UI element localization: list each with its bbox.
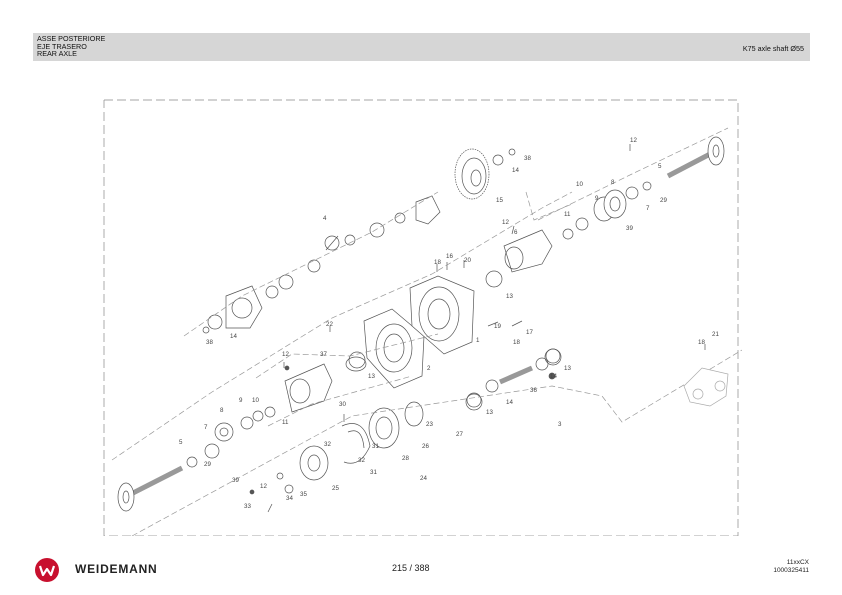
callout-12b: 12 [502,219,509,226]
callout-38b: 38 [524,155,531,162]
callout-29b: 29 [660,197,667,204]
bearing-housing-left [284,363,333,413]
callout-6: 6 [514,229,518,236]
callout-12c: 12 [630,137,637,144]
callout-18c: 18 [698,339,705,346]
callout-24: 24 [420,475,427,482]
callout-32a: 32 [324,441,331,448]
brand-name: WEIDEMANN [75,562,158,576]
callout-12a: 12 [282,351,289,358]
snap-rings [348,270,562,411]
callout-10a: 10 [252,397,259,404]
callout-36: 36 [530,387,537,394]
assembly-guides [111,127,742,536]
exploded-parts-drawing: 1 2 3 4 5 5 6 7 7 8 8 9 9 10 10 11 11 12… [103,99,742,536]
callout-11b: 11 [564,211,571,218]
callout-39a: 39 [232,477,239,484]
callout-25: 25 [332,485,339,492]
brake-assembly [249,401,424,495]
crown-gear [454,148,516,200]
frame-border [103,99,739,536]
callout-31a: 31 [372,443,379,450]
vehicle-reference [683,367,729,407]
callout-29a: 29 [204,461,211,468]
callout-13a: 13 [368,373,375,380]
callout-2: 2 [427,365,431,372]
page-number: 215 / 388 [392,563,430,573]
callout-39b: 39 [626,225,633,232]
callout-31b: 31 [370,469,377,476]
callout-3: 3 [558,421,562,428]
page-header: ASSE POSTERIORE EJE TRASERO REAR AXLE K7… [33,33,810,61]
left-axle-shaft [117,406,276,512]
callout-14a: 14 [230,333,237,340]
callout-18a: 18 [434,259,441,266]
callout-37: 37 [320,351,327,358]
model-label: K75 axle shaft Ø55 [742,44,804,53]
callout-8a: 8 [220,407,224,414]
callout-26: 26 [422,443,429,450]
callout-32b: 32 [358,457,365,464]
title-italian: ASSE POSTERIORE [37,34,106,43]
center-housing-half [345,308,425,389]
callout-19: 19 [494,323,501,330]
callout-22: 22 [326,321,333,328]
callout-14d: 14 [550,373,557,380]
callout-14c: 14 [506,399,513,406]
main-housing [409,275,475,355]
title-english: REAR AXLE [37,49,77,59]
callout-30: 30 [339,401,346,408]
callout-1: 1 [476,337,480,344]
callout-34: 34 [286,495,293,502]
callout-13c: 13 [486,409,493,416]
bolts [267,144,706,513]
callout-9a: 9 [239,397,243,404]
callout-16: 16 [446,253,453,260]
callout-12d: 12 [260,483,267,490]
callout-8b: 8 [611,179,615,186]
callout-33: 33 [244,503,251,510]
callout-13d: 13 [564,365,571,372]
callout-9b: 9 [595,195,599,202]
callout-11a: 11 [282,419,289,426]
differential-assembly [202,195,441,334]
callout-7b: 7 [646,205,650,212]
document-code: 11xxCX 1000325411 [773,559,809,574]
callout-21: 21 [712,331,719,338]
callout-13b: 13 [506,293,513,300]
callout-28: 28 [402,455,409,462]
right-flange-and-bearings [503,136,725,273]
callout-15: 15 [496,197,503,204]
callout-17: 17 [526,329,533,336]
callout-4: 4 [323,215,327,222]
callout-14b: 14 [512,167,519,174]
code-line-1: 11xxCX [786,559,809,566]
callout-labels: 1 2 3 4 5 5 6 7 7 8 8 9 9 10 10 11 11 12… [179,137,719,510]
callout-27: 27 [456,431,463,438]
callout-20: 20 [464,257,471,264]
callout-7a: 7 [204,424,208,431]
callout-5b: 5 [658,163,662,170]
code-line-2: 1000325411 [773,566,809,574]
callout-35: 35 [300,491,307,498]
pinion-assembly [466,348,561,408]
callout-10b: 10 [576,181,583,188]
callout-23: 23 [426,421,433,428]
title-spanish: EJE TRASERO [37,41,87,51]
callout-18b: 18 [513,339,520,346]
callout-5a: 5 [179,439,183,446]
section-title: ASSE POSTERIORE EJE TRASERO REAR AXLE [37,35,105,58]
callout-38a: 38 [206,339,213,346]
weidemann-logo-icon [34,557,60,588]
